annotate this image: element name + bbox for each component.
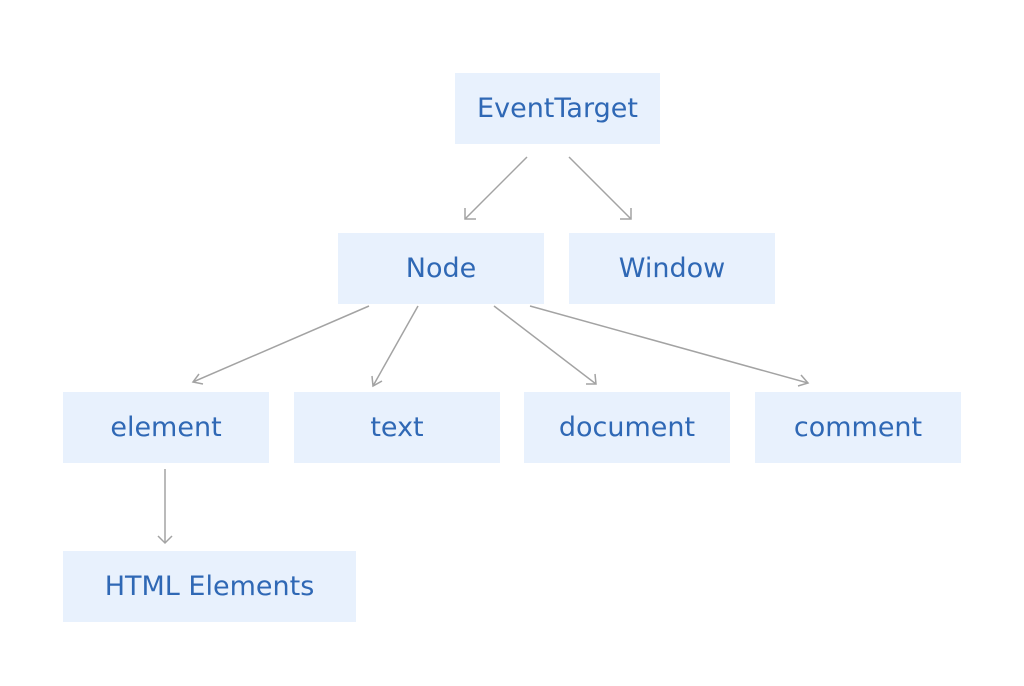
node-document: document xyxy=(524,392,730,463)
node-text: text xyxy=(294,392,500,463)
node-element-label: element xyxy=(110,412,222,443)
node-node: Node xyxy=(338,233,544,304)
node-document-label: document xyxy=(558,412,696,443)
node-element: element xyxy=(63,392,269,463)
node-window: Window xyxy=(569,233,775,304)
edge-node-element xyxy=(191,305,370,385)
edge-node-text xyxy=(371,305,419,388)
edge-eventtarget-node xyxy=(464,156,528,220)
edge-eventtarget-window xyxy=(568,156,632,220)
node-text-label: text xyxy=(370,412,424,443)
node-eventtarget: EventTarget xyxy=(455,73,660,144)
edge-element-html xyxy=(157,469,173,545)
node-comment: comment xyxy=(755,392,961,463)
node-comment-label: comment xyxy=(793,412,923,443)
node-html-elements: HTML Elements xyxy=(63,551,356,622)
edge-node-document xyxy=(493,305,597,385)
node-eventtarget-label: EventTarget xyxy=(477,93,638,124)
node-html-elements-label: HTML Elements xyxy=(104,571,315,602)
edge-node-comment xyxy=(529,305,810,387)
node-window-label: Window xyxy=(618,253,726,284)
node-node-label: Node xyxy=(405,253,477,284)
